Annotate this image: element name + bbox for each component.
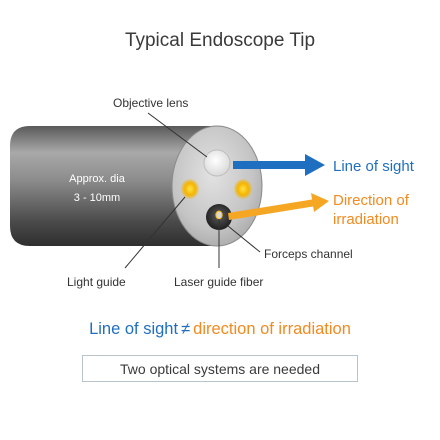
irradiation-arrow-shaft <box>228 199 316 220</box>
laser-guide-fiber-label: Laser guide fiber <box>174 275 263 289</box>
approx-dia-label: Approx. dia <box>69 173 126 185</box>
summary-direction-of-irradiation: direction of irradiation <box>193 320 351 338</box>
line-of-sight-arrow-shaft <box>233 161 309 169</box>
objective-lens-label: Objective lens <box>113 96 188 110</box>
forceps-channel-label: Forceps channel <box>264 247 353 261</box>
objective-lens-leader <box>147 112 208 158</box>
diameter-range-label: 3 - 10mm <box>74 192 120 204</box>
forceps-channel-leader <box>227 225 261 253</box>
note-box: Two optical systems are needed <box>82 355 358 382</box>
light-guide-right <box>234 179 252 199</box>
irradiation-label: irradiation <box>333 211 399 228</box>
summary-line: Line of sight≠direction of irradiation <box>0 320 440 339</box>
light-guide-leader <box>124 196 186 269</box>
summary-line-of-sight: Line of sight <box>89 320 179 338</box>
laser-guide-fiber <box>215 210 223 220</box>
line-of-sight-label: Line of sight <box>333 158 415 175</box>
objective-lens <box>203 149 231 177</box>
line-of-sight-arrow-head <box>305 154 325 176</box>
irradiation-arrow-head <box>311 193 329 212</box>
direction-of-label: Direction of <box>333 192 410 209</box>
not-equal-sign: ≠ <box>181 320 191 338</box>
diagram-title: Typical Endoscope Tip <box>124 30 316 51</box>
light-guide-label: Light guide <box>67 275 126 289</box>
endoscope-body <box>10 126 218 246</box>
light-guide-left <box>181 179 199 199</box>
